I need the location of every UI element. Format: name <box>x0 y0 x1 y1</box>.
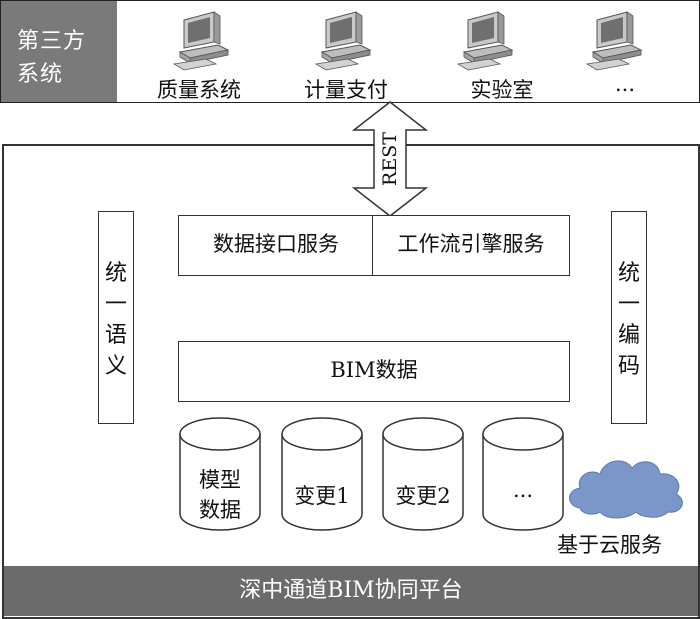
system-label: 计量支付 <box>304 78 388 102</box>
more-cylinder-top <box>482 417 564 451</box>
platform-title: 深中通道BIM协同平台 <box>239 578 463 603</box>
computer-icon <box>315 11 371 71</box>
change1-cylinder <box>281 434 363 531</box>
bim-data-box: BIM数据 <box>178 341 570 402</box>
rest-label: REST <box>379 132 401 186</box>
data-interface-service-label: 数据接口服务 <box>213 232 339 256</box>
rest-arrow: REST <box>351 101 429 217</box>
cloud-service-label: 基于云服务 <box>557 533 662 557</box>
unified-encoding-char: 统 <box>617 261 640 286</box>
unified-semantics-char: 一 <box>104 292 127 317</box>
unified-encoding-char: 编 <box>617 323 640 348</box>
system-label: 实验室 <box>470 78 534 102</box>
change2-cylinder-top <box>382 417 464 451</box>
computer-icon <box>457 11 513 71</box>
cloud-icon <box>569 460 683 519</box>
unified-semantics-char: 语 <box>104 323 127 348</box>
store-label: 数据 <box>199 498 241 522</box>
workflow-engine-service-box: 工作流引擎服务 <box>372 215 570 276</box>
third-party-label-box: 第三方 系统 <box>1 1 117 102</box>
platform-footer <box>4 566 698 616</box>
data-store-cylinders <box>179 417 564 531</box>
bim-data-label: BIM数据 <box>330 358 418 382</box>
unified-encoding-box: 统 一 编 码 <box>611 211 647 424</box>
change2-cylinder <box>382 434 464 531</box>
change1-cylinder-top <box>281 417 363 451</box>
store-label: 模型 <box>199 468 241 492</box>
third-party-label-line1: 第三方 <box>17 29 87 54</box>
system-label: ... <box>614 72 636 96</box>
model-data-cylinder-top <box>179 417 261 451</box>
third-party-label-line2: 系统 <box>17 62 64 87</box>
computer-icon <box>173 11 229 71</box>
data-interface-service-box: 数据接口服务 <box>178 215 374 276</box>
computer-icon <box>586 11 642 71</box>
workflow-engine-service-label: 工作流引擎服务 <box>397 232 545 256</box>
store-label: ... <box>512 478 534 502</box>
unified-semantics-box: 统 一 语 义 <box>98 211 134 424</box>
store-label: 变更1 <box>294 484 350 508</box>
more-cylinder <box>482 434 564 531</box>
unified-encoding-char: 码 <box>617 354 640 379</box>
model-data-cylinder <box>179 434 261 531</box>
unified-semantics-char: 义 <box>104 354 127 379</box>
system-label: 质量系统 <box>157 78 241 102</box>
unified-semantics-char: 统 <box>104 261 127 286</box>
store-label: 变更2 <box>395 484 451 508</box>
unified-encoding-char: 一 <box>617 292 640 317</box>
